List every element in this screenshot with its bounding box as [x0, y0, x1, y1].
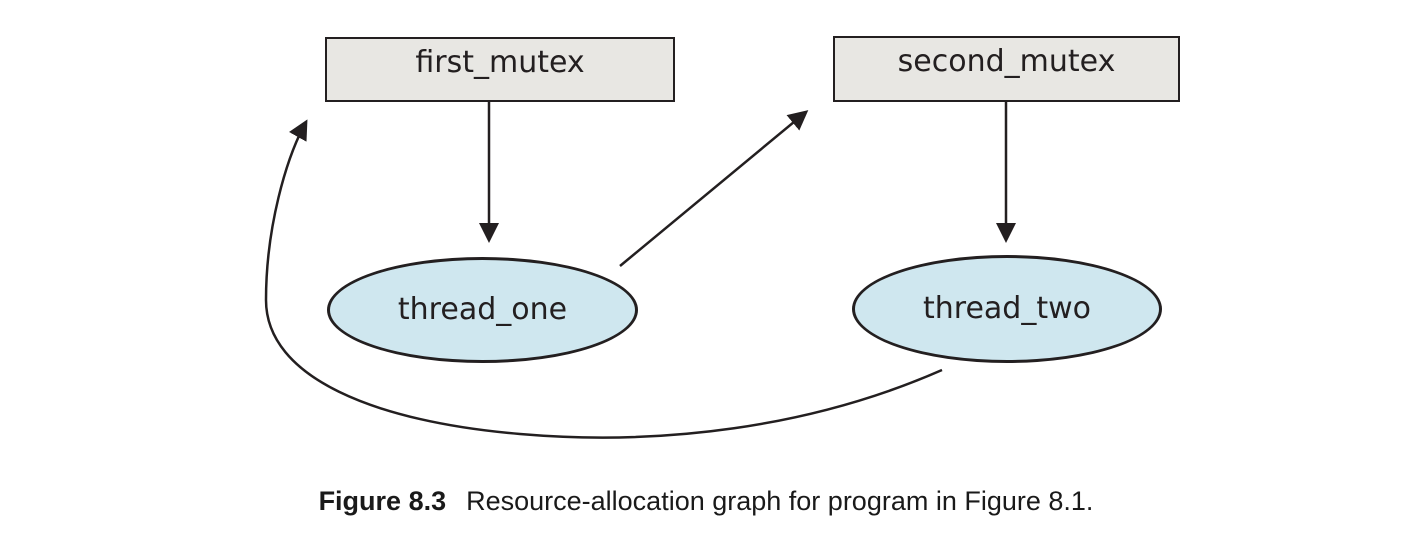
edge-thread-two-to-first-mutex [264, 119, 943, 439]
node-thread-two: thread_two [852, 255, 1162, 363]
node-second-mutex: second_mutex [833, 36, 1180, 102]
node-first-mutex: first_mutex [325, 37, 675, 102]
caption-text: Resource-allocation graph for program in… [466, 486, 1094, 516]
resource-allocation-graph: first_mutex second_mutex thread_one thre… [264, 36, 1180, 439]
figure-caption: Figure 8.3 Resource-allocation graph for … [0, 484, 1412, 518]
edges-layer [264, 82, 1016, 439]
first-mutex-label: first_mutex [415, 44, 585, 80]
thread-two-label: thread_two [923, 291, 1091, 326]
thread-one-label: thread_one [397, 292, 568, 327]
edge-thread-one-to-second-mutex [619, 110, 809, 267]
node-thread-one: thread_one [327, 257, 638, 363]
caption-label: Figure 8.3 [318, 486, 447, 516]
second-mutex-label: second_mutex [897, 44, 1116, 79]
